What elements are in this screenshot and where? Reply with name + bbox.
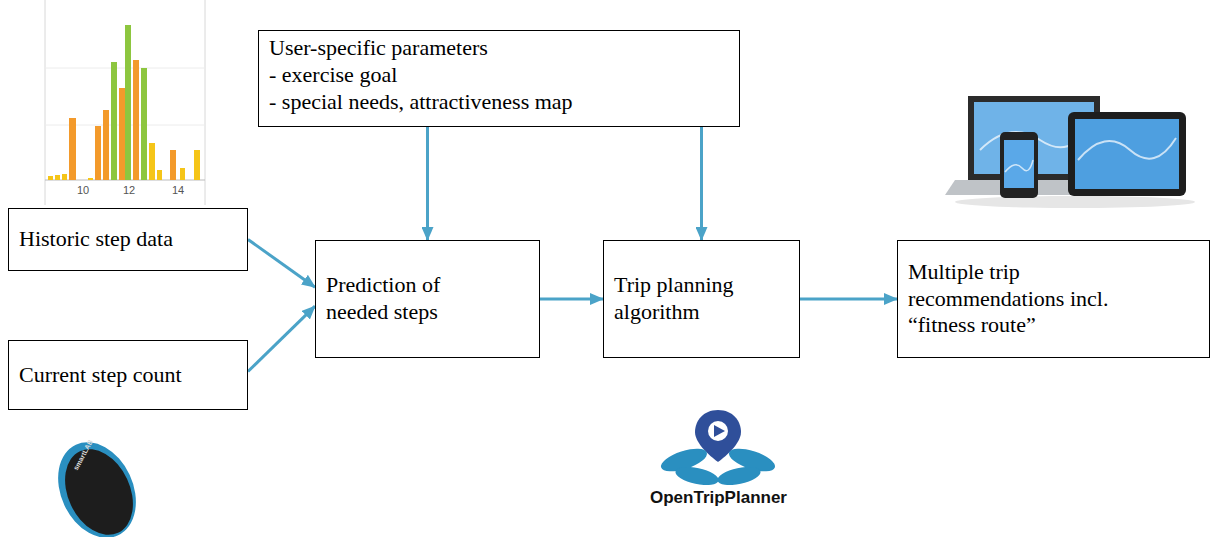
flow-arrow	[248, 306, 315, 371]
box-text: Prediction of needed steps	[326, 272, 491, 326]
flow-arrow	[800, 298, 897, 301]
step-chart	[45, 0, 205, 205]
flow-arrow	[540, 298, 603, 301]
flow-arrow	[248, 240, 315, 288]
box-text-line: - special needs, attractiveness map	[269, 89, 729, 116]
process-box: Current step count	[8, 340, 248, 410]
box-text: Trip planning algorithm	[614, 272, 764, 326]
axis-tick: 10	[77, 184, 89, 196]
flow-arrow	[426, 127, 429, 240]
process-box: User-specific parameters- exercise goal-…	[258, 30, 740, 127]
box-text-line: - exercise goal	[269, 62, 729, 89]
devices-picture	[945, 96, 1195, 208]
box-text: Multiple trip recommendations incl. “fit…	[908, 259, 1143, 339]
box-text: Historic step data	[19, 226, 237, 253]
process-box: Multiple trip recommendations incl. “fit…	[897, 240, 1210, 358]
step-counter-device	[43, 429, 151, 537]
process-box: Trip planning algorithm	[603, 240, 800, 358]
logo-text: OpenTripPlanner	[650, 488, 787, 508]
axis-tick: 14	[172, 184, 184, 196]
box-text: User-specific parameters	[269, 35, 729, 62]
otp-logo	[658, 410, 777, 488]
box-text: Current step count	[19, 362, 237, 389]
flow-arrow	[700, 127, 703, 240]
process-box: Historic step data	[8, 208, 248, 271]
device-brand: smartLAB	[72, 438, 94, 471]
axis-tick: 12	[123, 184, 135, 196]
process-box: Prediction of needed steps	[315, 240, 540, 358]
